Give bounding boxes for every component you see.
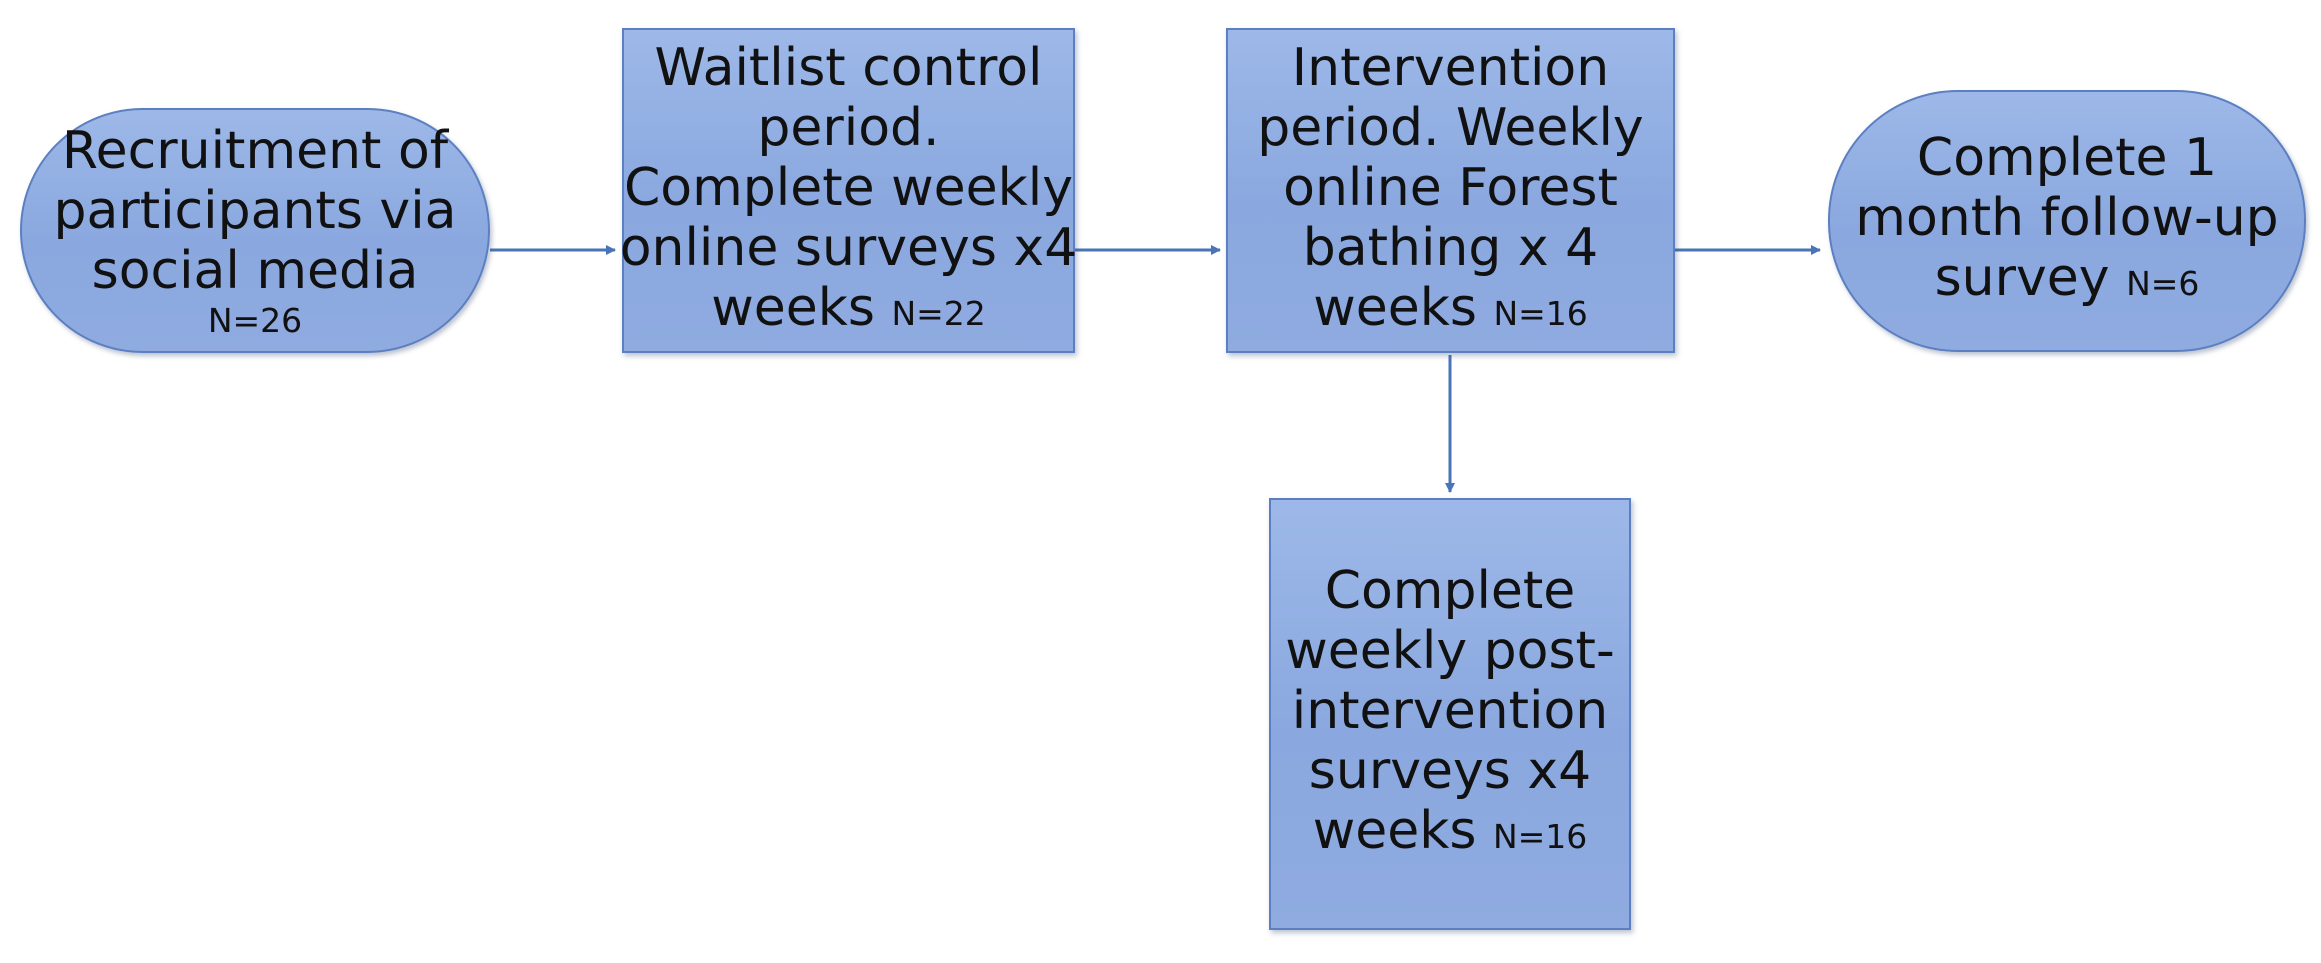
waitlist-line-2: period.	[757, 97, 940, 158]
intervention-line-1: Intervention	[1291, 37, 1610, 98]
followup-line-2: month follow-up	[1855, 188, 2279, 248]
intervention-line-3: online Forest	[1283, 157, 1618, 218]
post-weeks: weeks	[1312, 801, 1477, 861]
followup-count: N=6	[2126, 264, 2200, 303]
waitlist-line-4: online surveys x4	[619, 217, 1078, 278]
post-intervention-node: Complete weekly post- intervention surve…	[1269, 498, 1631, 930]
post-line-3: intervention	[1291, 681, 1609, 741]
intervention-node: Intervention period. Weekly online Fores…	[1226, 28, 1675, 353]
followup-survey: survey	[1934, 248, 2110, 308]
intervention-line-2: period. Weekly	[1257, 97, 1644, 158]
recruitment-line-3: social media	[91, 240, 419, 301]
followup-node: Complete 1 month follow-up survey N=6	[1828, 90, 2306, 352]
intervention-line-4: bathing x 4	[1302, 217, 1599, 278]
intervention-line-5: weeks N=16	[1313, 278, 1588, 344]
waitlist-line-3: Complete weekly	[624, 157, 1073, 218]
recruitment-node: Recruitment of participants via social m…	[20, 108, 490, 353]
followup-line-3: survey N=6	[1935, 248, 2200, 314]
post-count: N=16	[1492, 817, 1588, 856]
post-line-4: surveys x4	[1308, 741, 1592, 801]
post-line-2: weekly post-	[1285, 621, 1615, 681]
recruitment-line-1: Recruitment of	[61, 120, 449, 181]
recruitment-count: N=26	[207, 300, 303, 340]
waitlist-node: Waitlist control period. Complete weekly…	[619, 28, 1078, 353]
post-line-5: weeks N=16	[1313, 801, 1588, 867]
intervention-count: N=16	[1493, 293, 1588, 333]
followup-line-1: Complete 1	[1916, 128, 2218, 188]
post-line-1: Complete	[1324, 561, 1576, 621]
recruitment-line-2: participants via	[53, 180, 457, 241]
waitlist-line-5: weeks N=22	[711, 278, 986, 344]
waitlist-count: N=22	[891, 293, 986, 333]
waitlist-line-1: Waitlist control	[654, 37, 1043, 98]
waitlist-weeks: weeks	[711, 277, 875, 338]
intervention-weeks: weeks	[1313, 277, 1477, 338]
